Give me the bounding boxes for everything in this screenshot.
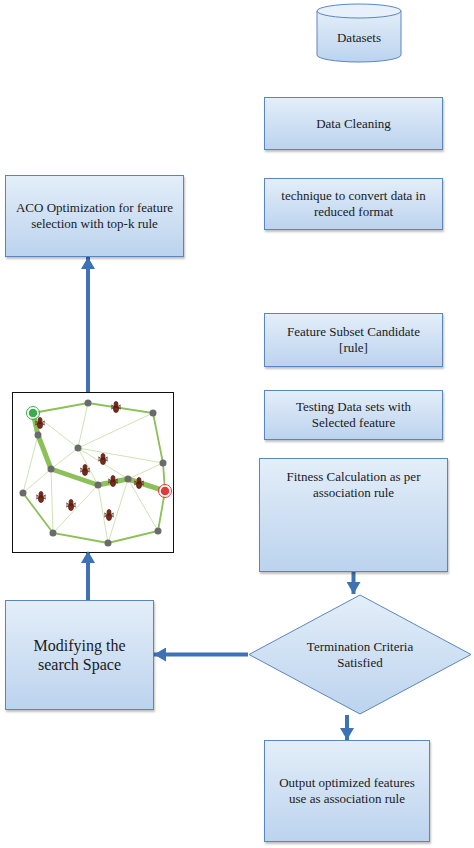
node-text: Datasets: [337, 30, 381, 46]
process-box: technique to convert data in reduced for…: [264, 178, 443, 230]
node-text: technique to convert data in reduced for…: [273, 188, 434, 219]
arrow-head: [81, 551, 95, 563]
process-box: Testing Data sets with Selected feature: [264, 390, 443, 440]
process-box: ACO Optimization for feature selection w…: [5, 175, 184, 257]
process-box: Feature Subset Candidate [rule]: [264, 313, 443, 367]
flow-arrow: [154, 653, 248, 657]
flow-arrow: [352, 572, 356, 594]
node-text: ACO Optimization for feature selection w…: [14, 200, 175, 231]
node-text: Data Cleaning: [316, 116, 391, 132]
node-text: Fitness Calculation as per association r…: [268, 469, 439, 500]
ant-graph: [13, 393, 172, 551]
decision-diamond: Termination Criteria Satisfied: [248, 594, 472, 715]
node-text: Termination Criteria Satisfied: [304, 639, 416, 670]
flow-arrow: [345, 715, 349, 740]
process-box: Fitness Calculation as per association r…: [259, 458, 448, 572]
process-box: Output optimized features use as associa…: [264, 740, 430, 842]
node-text: Testing Data sets with Selected feature: [273, 399, 434, 430]
process-box: Modifying the search Space: [5, 600, 154, 710]
data-store: Datasets: [316, 4, 402, 62]
node-text: Output optimized features use as associa…: [273, 775, 421, 806]
process-box: Data Cleaning: [264, 97, 443, 150]
ant-colony-illustration: [12, 392, 174, 553]
node-text: Feature Subset Candidate [rule]: [273, 324, 434, 355]
node-text: Modifying the search Space: [14, 636, 145, 674]
